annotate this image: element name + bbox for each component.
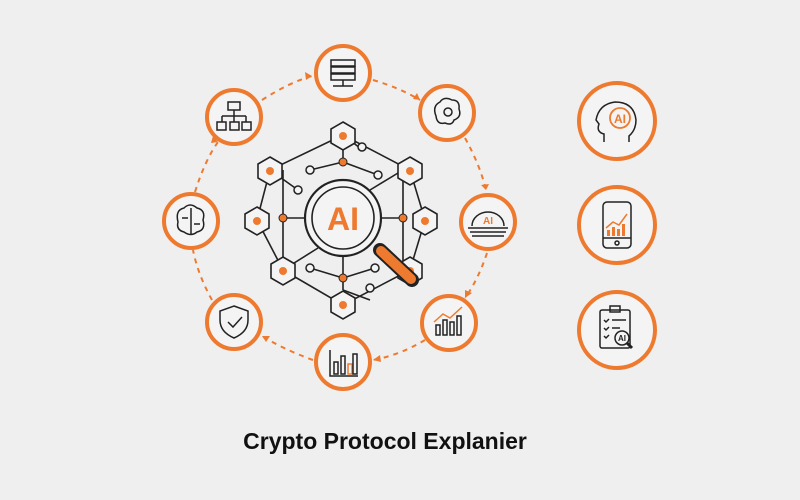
org-chart-icon: [205, 88, 263, 146]
center-network: [244, 121, 438, 320]
svg-text:AI: AI: [483, 216, 493, 227]
magnifier-icon: [303, 178, 383, 258]
svg-text:AI: AI: [618, 334, 626, 343]
brain-icon: [162, 192, 220, 250]
brain-gear-icon: [418, 84, 476, 142]
ai-head-icon: AI: [577, 81, 657, 161]
server-icon: [314, 44, 372, 102]
growth-chart-icon: [420, 294, 478, 352]
clipboard-ai-icon: AI: [577, 290, 657, 370]
center-ai-label: AI: [327, 201, 359, 237]
svg-text:AI: AI: [614, 112, 626, 126]
page-title: Crypto Protocol Explanier: [243, 428, 527, 454]
phone-chart-icon: [577, 185, 657, 265]
bar-chart-icon: [314, 333, 372, 391]
ai-dome-icon: AI: [459, 193, 517, 251]
shield-check-icon: [205, 293, 263, 351]
